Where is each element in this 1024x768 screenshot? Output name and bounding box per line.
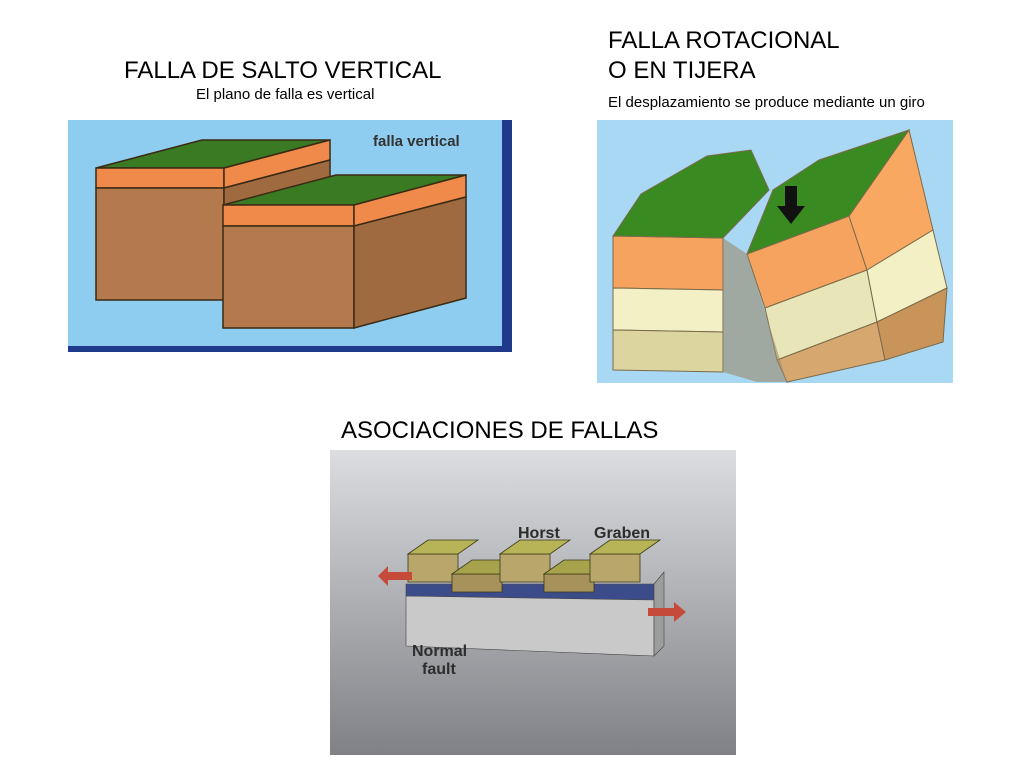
rotational-fault-title-line2: O EN TIJERA xyxy=(608,57,756,84)
right-border xyxy=(502,120,512,352)
fault-associations-diagram: Horst Graben Normal fault xyxy=(330,450,736,755)
left-block xyxy=(612,149,770,373)
rotational-fault-diagram xyxy=(597,120,953,383)
vertical-fault-title: FALLA DE SALTO VERTICAL xyxy=(124,57,442,84)
fault-label: fault xyxy=(422,661,456,678)
horst-graben-blocks xyxy=(406,539,662,593)
right-arrow-icon xyxy=(648,602,686,622)
rotational-fault-title-line1: FALLA ROTACIONAL xyxy=(608,27,840,54)
horst-label: Horst xyxy=(518,525,560,542)
vertical-fault-diagram: falla vertical xyxy=(68,120,512,352)
left-arrow-icon xyxy=(378,566,412,586)
fault-associations-title: ASOCIACIONES DE FALLAS xyxy=(341,417,659,444)
bottom-border xyxy=(68,346,512,352)
rotational-fault-subtitle: El desplazamiento se produce mediante un… xyxy=(608,94,925,111)
dropped-block xyxy=(222,174,467,329)
down-arrow-icon xyxy=(777,186,805,224)
normal-label: Normal xyxy=(412,643,467,660)
graben-label: Graben xyxy=(594,525,650,542)
vertical-fault-subtitle: El plano de falla es vertical xyxy=(196,86,375,103)
vertical-fault-label: falla vertical xyxy=(373,133,460,150)
fault-gap xyxy=(723,238,787,382)
